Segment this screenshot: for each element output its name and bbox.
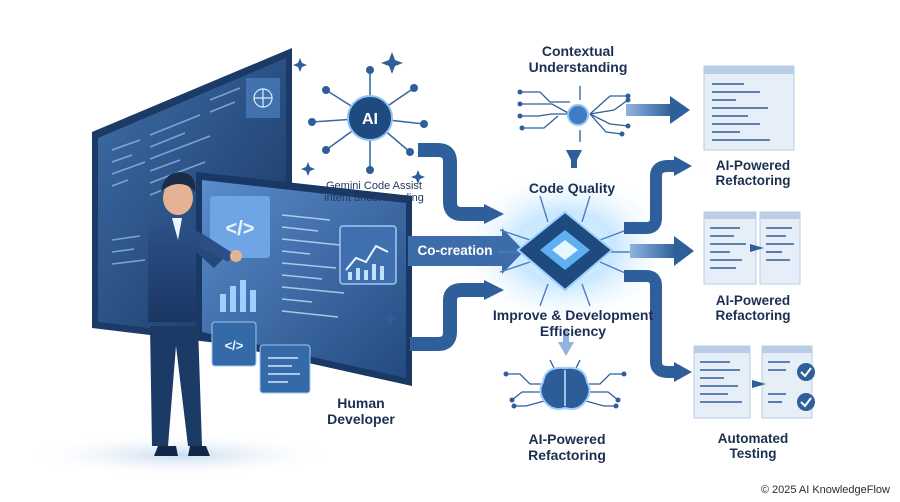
arrow-to-refactor-2 bbox=[630, 236, 694, 266]
bar-chart-icon bbox=[220, 280, 256, 312]
label-line: Contextual bbox=[541, 43, 615, 59]
floating-chart-panel bbox=[339, 225, 397, 285]
arrow-to-doc-top bbox=[626, 96, 690, 124]
ai-hub-icon: AI bbox=[308, 66, 428, 174]
arrow-monitor-to-chip bbox=[410, 283, 486, 351]
sparkle-icon bbox=[293, 52, 425, 326]
floor-shadow bbox=[20, 433, 340, 477]
label-line: Efficiency bbox=[539, 322, 607, 339]
label-line: Understanding bbox=[528, 58, 628, 75]
label-line: Refactoring bbox=[715, 173, 791, 189]
chip-icon bbox=[498, 195, 634, 307]
label-ai-refactoring-right-2: AI-Powered Refactoring bbox=[698, 293, 808, 323]
label-line: Gemini Code Assist bbox=[326, 180, 422, 192]
label-ai-refactoring-right-1: AI-Powered Refactoring bbox=[698, 158, 808, 188]
label-line: AI-Powered bbox=[715, 158, 791, 173]
network-node-icon bbox=[517, 86, 631, 142]
label-line: Developer bbox=[327, 410, 395, 427]
label-contextual-understanding: Contextual Understanding bbox=[528, 43, 628, 75]
svg-text:</>: </> bbox=[225, 338, 244, 353]
code-card-right bbox=[259, 344, 311, 394]
testing-docs-pair bbox=[693, 345, 813, 419]
label-line: Testing bbox=[729, 446, 777, 462]
label-improve-efficiency: Improve & Development Efficiency bbox=[490, 307, 656, 339]
label-line: AI-Powered bbox=[715, 293, 791, 308]
label-line: Refactoring bbox=[715, 308, 791, 324]
label-gemini-intent: Gemini Code Assist intent understanding bbox=[318, 180, 430, 205]
label-line: AI-Powered bbox=[528, 431, 606, 447]
copyright-footer: © 2025 AI KnowledgeFlow bbox=[760, 484, 890, 496]
label-human-developer: Human Developer bbox=[316, 395, 406, 427]
label-automated-testing: Automated Testing bbox=[700, 431, 806, 461]
label-line: Human bbox=[337, 395, 385, 411]
arrow-ai-to-chip bbox=[418, 143, 486, 221]
label-ai-refactoring-bottom: AI-Powered Refactoring bbox=[522, 431, 612, 463]
label-line: Automated bbox=[717, 431, 789, 446]
checkmark-icon bbox=[797, 363, 815, 411]
code-document-icon bbox=[703, 65, 795, 151]
label-line: Refactoring bbox=[528, 446, 606, 463]
label-line: intent understanding bbox=[324, 192, 424, 205]
label-co-creation: Co-creation bbox=[417, 243, 493, 258]
arrow-down-to-brain bbox=[558, 342, 574, 356]
arrow-co-creation bbox=[408, 228, 524, 274]
arrow-to-refactor-1 bbox=[624, 160, 676, 234]
arrow-to-testing bbox=[624, 270, 676, 378]
refactor-docs-pair bbox=[703, 211, 801, 285]
label-line: Improve & Development bbox=[492, 307, 654, 323]
developer-figure bbox=[148, 172, 242, 456]
code-card-left: </> bbox=[211, 321, 257, 367]
svg-text:AI: AI bbox=[362, 111, 378, 128]
label-code-quality: Code Quality bbox=[528, 180, 616, 196]
brain-icon bbox=[503, 359, 627, 411]
code-tag-icon: </> bbox=[226, 218, 255, 240]
